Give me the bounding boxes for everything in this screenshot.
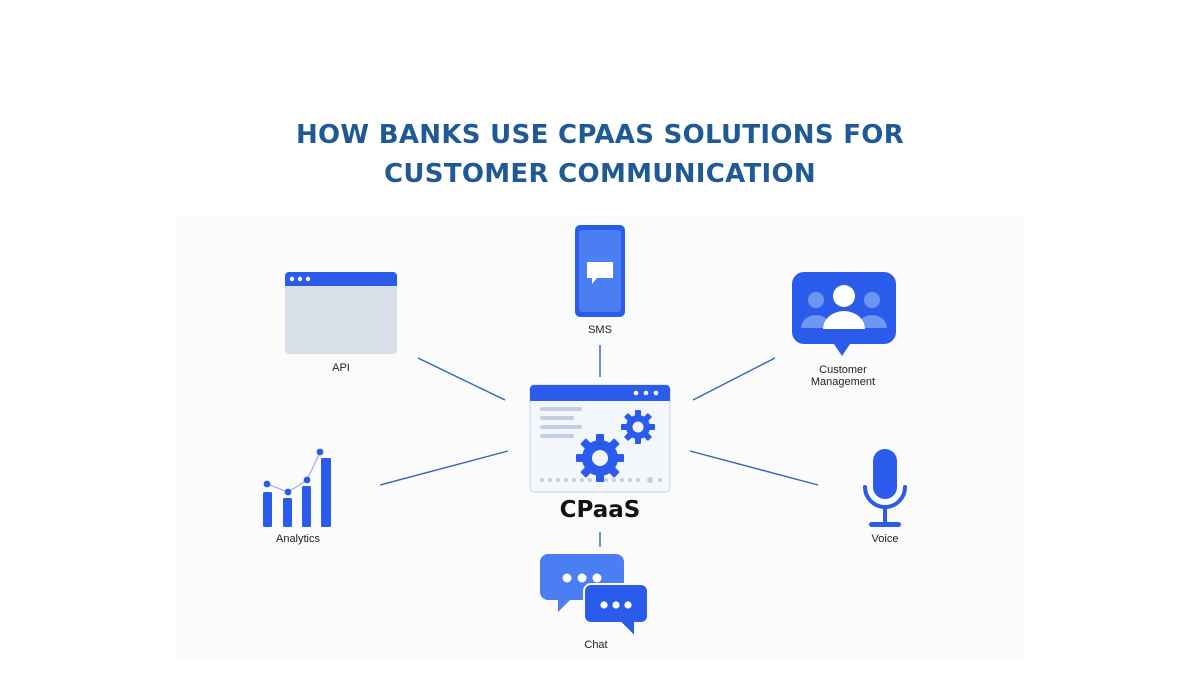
connector-voice [689,450,819,486]
title-line-2: CUSTOMER COMMUNICATION [384,159,816,189]
voice-label: Voice [871,533,899,545]
customer-management-label-line-2: Management [810,376,876,388]
api-window-icon [285,272,397,354]
analytics-label: Analytics [275,533,321,545]
cpaas-hub-icon [529,384,671,493]
large-gear-icon [576,434,624,482]
chat-bubbles-icon [540,554,649,640]
small-gear-icon [621,410,655,444]
title-line-1: HOW BANKS USE CPAAS SOLUTIONS FOR [295,120,905,150]
sms-phone-icon [575,225,625,317]
connector-customer-management [692,357,776,401]
customer-management-label: Customer Management [793,364,893,388]
customer-management-icon [792,272,896,356]
analytics-chart-icon [263,448,331,527]
connectors [379,345,819,547]
connector-analytics [379,450,509,486]
api-label: API [332,362,350,374]
cpaas-label: CPaaS [559,497,641,523]
sms-label: SMS [588,324,612,336]
chat-label: Chat [584,639,608,651]
page-title: HOW BANKS USE CPAAS SOLUTIONS FOR CUSTOM… [0,116,1200,194]
customer-management-label-line-1: Customer [819,364,867,376]
connector-api [417,357,506,401]
microphone-icon [863,449,907,527]
